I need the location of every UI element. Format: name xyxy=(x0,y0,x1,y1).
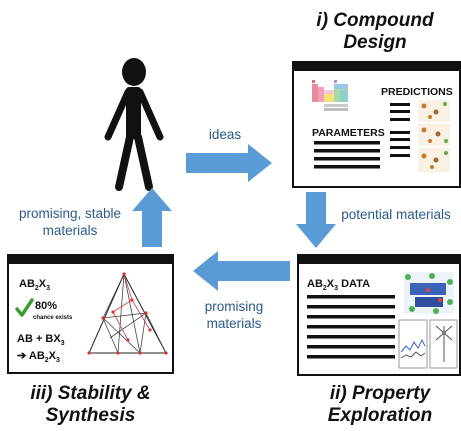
flow-label-line: promising, stable xyxy=(18,206,122,221)
crystal-structure-images xyxy=(418,100,450,172)
probability-percent: 80% xyxy=(35,300,57,312)
arrow-right-ideas xyxy=(186,144,272,182)
predictions-lines xyxy=(390,103,410,157)
arrow-down-potential xyxy=(296,192,336,248)
flow-label-promising-stable: promising, stable materials xyxy=(10,205,130,239)
product-formula: ➔ AB2X3 xyxy=(17,350,60,364)
stage-title-stability-synthesis: iii) Stability & Synthesis xyxy=(8,383,173,427)
predictions-label: PREDICTIONS xyxy=(381,86,453,98)
check-icon xyxy=(15,298,34,317)
stability-formula: AB2X3 xyxy=(19,278,50,292)
flow-arrows xyxy=(132,144,336,291)
phase-diagram xyxy=(88,272,167,354)
stage-title-line: i) Compound xyxy=(316,10,434,31)
arrow-left-promising xyxy=(193,251,290,291)
person-figure xyxy=(104,58,164,191)
stage-title-line: ii) Property xyxy=(329,383,431,404)
stage-title-line: Exploration xyxy=(327,405,433,426)
stage-title-line: Design xyxy=(343,32,407,53)
phase-points xyxy=(87,272,168,355)
stage-title-line: iii) Stability & xyxy=(30,383,151,404)
arrow-up-stable xyxy=(132,188,172,247)
plot-thumbnails xyxy=(398,319,458,369)
property-data-label: AB2X3 DATA xyxy=(307,278,370,292)
chance-text: chance exists xyxy=(33,315,73,321)
flow-label-promising-materials: promising materials xyxy=(196,298,272,332)
design-window: PREDICTIONS PARAMETERS xyxy=(292,61,461,188)
parameters-lines xyxy=(314,141,380,169)
periodic-table-image xyxy=(312,80,348,111)
flow-label-line: materials xyxy=(206,316,262,331)
flow-label-ideas: ideas xyxy=(208,127,242,142)
parameters-label: PARAMETERS xyxy=(312,127,385,139)
flow-label-potential-materials: potential materials xyxy=(341,207,451,222)
data-lines xyxy=(307,295,395,359)
reaction-text: AB + BX3 xyxy=(17,333,65,347)
flow-label-line: materials xyxy=(42,223,98,238)
property-window: AB2X3 DATA xyxy=(297,254,461,376)
arrow-glyph-icon: ➔ xyxy=(17,350,29,362)
stage-title-line: Synthesis xyxy=(45,405,136,426)
flow-label-line: promising xyxy=(204,299,264,314)
stage-title-property-exploration: ii) Property Exploration xyxy=(305,383,455,427)
stage-title-compound-design: i) Compound Design xyxy=(300,10,450,54)
crystal-lattice-image xyxy=(404,272,454,314)
stability-window: AB2X3 80% chance exists AB + BX3 ➔ AB2X3 xyxy=(7,254,174,374)
